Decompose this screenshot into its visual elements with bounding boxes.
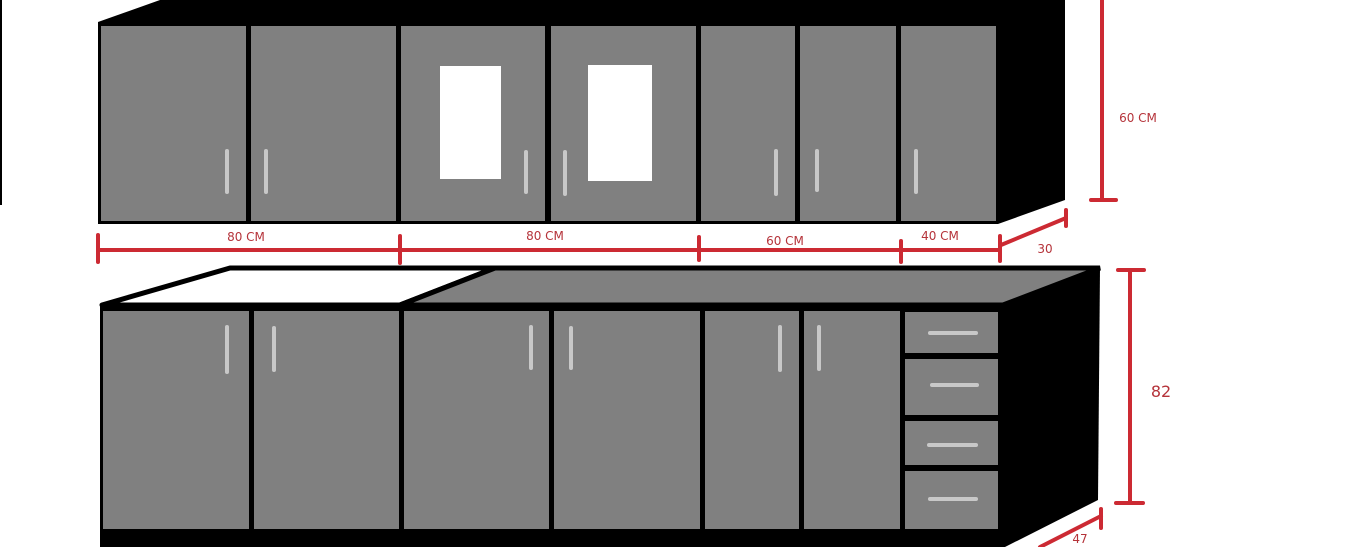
lower-door: [404, 311, 549, 529]
upper-door: [101, 26, 246, 221]
lower-depth-label: 47: [1072, 532, 1088, 546]
lower-dimension-lines: [1038, 268, 1146, 547]
upper-width-label: 60 CM: [766, 234, 804, 248]
upper-width-label: 80 CM: [526, 229, 564, 243]
upper-door: [251, 26, 396, 221]
glass-window: [440, 66, 501, 179]
lower-cabinet-side: [1003, 268, 1100, 547]
upper-door: [800, 26, 896, 221]
upper-dimension-lines: [96, 0, 1118, 265]
lower-height-label: 82: [1150, 382, 1172, 401]
upper-height-label: 60 CM: [1119, 111, 1157, 125]
lower-door: [554, 311, 700, 529]
lower-cabinets: [99, 265, 1101, 547]
upper-door: [701, 26, 795, 221]
upper-width-label: 80 CM: [227, 230, 265, 244]
lower-door: [705, 311, 799, 529]
lower-door: [254, 311, 399, 529]
left-edge-line: [0, 0, 2, 205]
depth-dimension-line: [1038, 514, 1103, 547]
glass-window: [588, 65, 652, 181]
depth-dimension-line: [999, 216, 1068, 247]
lower-door: [103, 311, 249, 529]
upper-cabinets: [98, 0, 1065, 224]
countertop: [399, 265, 1101, 308]
upper-width-label: 40 CM: [921, 229, 959, 243]
upper-depth-label: 30: [1037, 242, 1053, 256]
